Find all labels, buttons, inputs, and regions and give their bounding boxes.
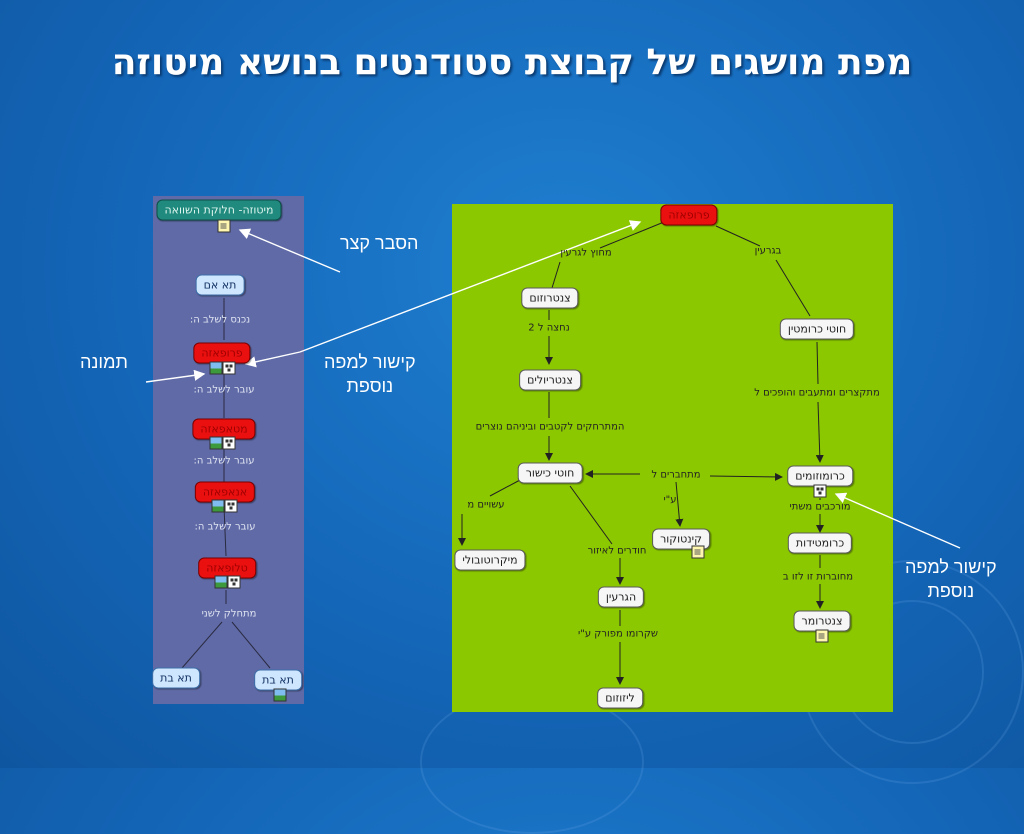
map-link-icon[interactable]: [224, 499, 238, 513]
note-icon[interactable]: [815, 629, 829, 643]
link-label: עשויים מ: [467, 499, 505, 511]
link-label: נכנס לשלב ה:: [189, 314, 251, 326]
node-centrioles: צנטריולים: [519, 369, 581, 391]
map-link-icon[interactable]: [813, 484, 827, 498]
annotation-line: קישור למפה: [905, 557, 997, 577]
link-label: עובר לשלב ה:: [193, 455, 255, 467]
annotation-link-map-right: קישור למפה נוספת: [905, 555, 997, 603]
map-link-icon[interactable]: [222, 361, 236, 375]
left-concept-map-panel: [153, 196, 304, 704]
node-chromatid: כרומטידות: [787, 532, 853, 554]
image-icon[interactable]: [209, 361, 223, 375]
link-label: מורכבים משתי: [789, 501, 851, 513]
node-daughter-cell-right: תא בת: [254, 669, 302, 691]
annotation-line: קישור למפה: [324, 352, 416, 372]
link-label: ע"י: [663, 494, 677, 506]
node-mitosis: מיטוזה- חלוקת השוואה: [156, 199, 282, 221]
annotation-image: תמונה: [80, 352, 128, 372]
annotation-line: נוספת: [346, 376, 394, 396]
link-label: חודרים לאיזור: [587, 545, 647, 557]
node-prophase-right: פרופאזה: [660, 204, 718, 226]
slide-title: מפת מושגים של קבוצת סטודנטים בנושא מיטוז…: [111, 42, 913, 83]
annotation-link-map-left: קישור למפה נוספת: [324, 350, 416, 398]
node-centrosome: צנטרוזום: [521, 287, 579, 309]
link-label: המתרחקים לקטבים וביניהם נוצרים: [475, 421, 625, 433]
node-lysosomes: ליזוזום: [597, 687, 643, 709]
note-icon[interactable]: [691, 545, 705, 559]
annotation-short-explanation: הסבר קצר: [340, 233, 419, 253]
link-label: נחצה ל 2: [528, 322, 570, 334]
link-label: עובר לשלב ה:: [194, 521, 256, 533]
link-label: מחוץ לגרעין: [560, 247, 612, 259]
image-icon[interactable]: [209, 436, 223, 450]
link-label: שקרומו מפורק ע"י: [577, 628, 659, 640]
link-label: מתחלק לשני: [201, 608, 257, 620]
image-icon[interactable]: [214, 575, 228, 589]
link-label: מחוברות זו לזו ב: [782, 571, 854, 583]
node-daughter-cell-left: תא בת: [152, 667, 200, 689]
node-microtubules: מיקרוטובולי: [454, 549, 526, 571]
node-chromosomes: כרומוזומים: [787, 465, 853, 487]
node-metaphase: מטאפאזה: [192, 418, 256, 440]
link-label: מתחברים ל: [651, 469, 701, 481]
link-label: מתקצרים ומתעבים והופכים ל: [754, 387, 880, 399]
map-link-icon[interactable]: [222, 436, 236, 450]
node-nucleus: הגרעין: [597, 586, 645, 608]
link-label: עובר לשלב ה:: [193, 384, 255, 396]
annotation-line: נוספת: [927, 581, 975, 601]
map-link-icon[interactable]: [227, 575, 241, 589]
node-kinetochore: קינטוקור: [652, 528, 710, 550]
image-icon[interactable]: [273, 688, 287, 702]
node-mother-cell: תא אם: [195, 274, 245, 296]
image-icon[interactable]: [211, 499, 225, 513]
link-label: בגרעין: [754, 245, 782, 257]
node-spindle: חוטי כישור: [517, 462, 583, 484]
node-chromatin: חוטי כרומטין: [779, 318, 855, 340]
note-icon[interactable]: [217, 219, 231, 233]
node-centromere: צנטרומר: [793, 610, 851, 632]
node-prophase-left: פרופאזה: [193, 342, 251, 364]
